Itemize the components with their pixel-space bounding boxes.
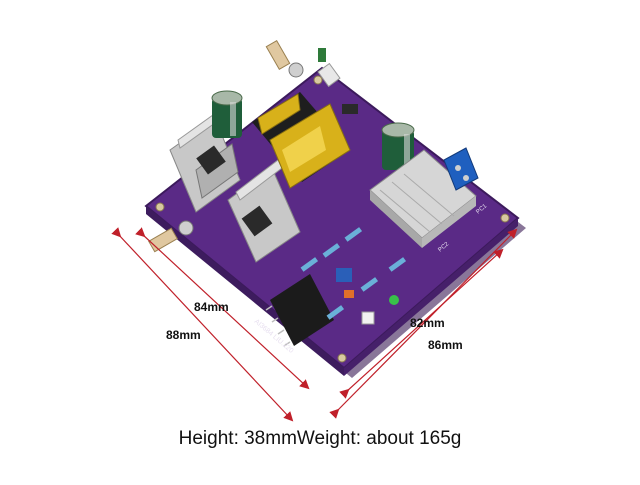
dimension-arrow-left-outer — [111, 227, 294, 422]
terminal-post-top — [265, 40, 304, 78]
dimension-label-84: 84mm — [194, 300, 229, 314]
dimension-label-86: 86mm — [428, 338, 463, 352]
connector-small-top — [317, 62, 341, 88]
potentiometer — [336, 268, 352, 282]
capacitor-large-right — [381, 122, 415, 170]
led-green — [389, 295, 399, 305]
dimension-arrow-right-outer — [329, 228, 518, 419]
diode-top — [342, 104, 358, 114]
capacitor-small-top — [318, 48, 326, 62]
capacitor-orange — [344, 290, 354, 298]
terminal-block — [443, 147, 479, 191]
dimension-label-82: 82mm — [410, 316, 445, 330]
heatsink-left — [169, 109, 241, 213]
dimension-label-88: 88mm — [166, 328, 201, 342]
connector-white — [361, 311, 375, 325]
specs-caption: Height: 38mmWeight: about 165g — [178, 428, 462, 449]
capacitor-large-left — [211, 90, 243, 138]
transformer — [252, 92, 351, 189]
